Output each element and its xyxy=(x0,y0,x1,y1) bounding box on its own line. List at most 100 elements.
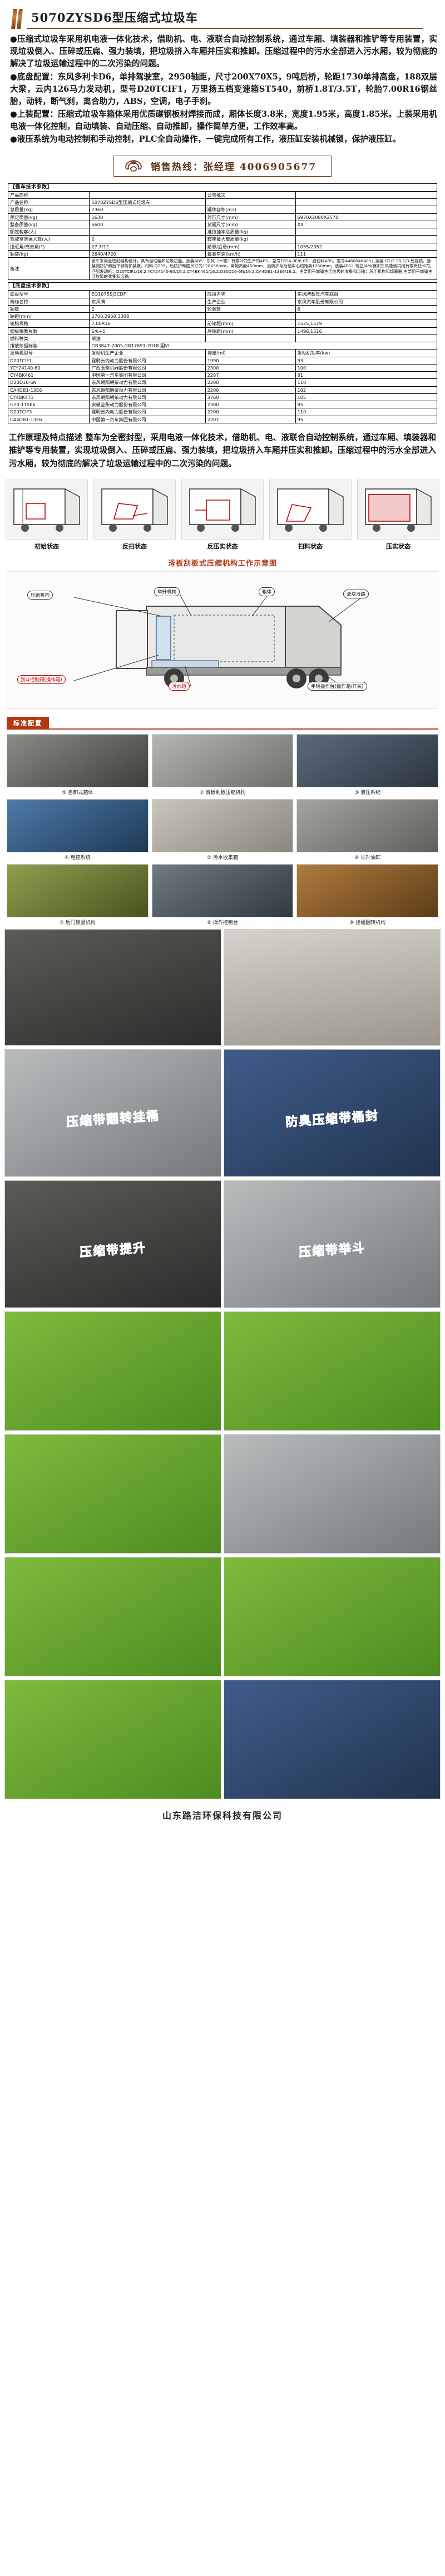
cell-label: 货厢尺寸(mm) xyxy=(205,220,296,229)
engine-power: 110 xyxy=(295,378,438,387)
engine-displacement: 2300 xyxy=(205,401,296,409)
engine-displacement: 2200 xyxy=(205,378,296,387)
cell-value: 1055/2052 xyxy=(295,242,438,251)
cell-label: 轴距(mm) xyxy=(7,312,90,321)
photo-overlay-text: 防臭压缩带桶封 xyxy=(285,1108,379,1130)
engine-maker: 安徽全柴动力股份有限公司 xyxy=(89,401,206,409)
product-photo[interactable] xyxy=(224,928,441,1046)
config-item[interactable]: ⑦ 后门锁紧机构 xyxy=(7,863,149,926)
cell-value: 1525,1519 xyxy=(295,319,438,328)
config-photo xyxy=(296,798,438,852)
cell-value: 2 xyxy=(89,235,206,243)
cell-label: 罐体容积(m3) xyxy=(205,206,296,214)
product-photo[interactable] xyxy=(224,1679,441,1799)
state-item: 扫料状态 xyxy=(269,479,352,551)
engine-power: 102 xyxy=(295,386,438,394)
page-title-banner: 5070ZYSD6型压缩式垃圾车 xyxy=(0,0,445,31)
photo-row xyxy=(0,926,445,1046)
cell-label: 轮胎数 xyxy=(205,304,296,313)
cell-label: 生产企业 xyxy=(205,297,296,306)
sales-hotline-box[interactable]: 销售热线：张经理 4006905677 xyxy=(113,155,332,177)
engine-col-header: 发动机型号 xyxy=(7,349,90,357)
photo-row xyxy=(0,1676,445,1799)
config-item[interactable]: ⑨ 挂桶翻转机构 xyxy=(296,863,438,926)
engine-model: D30D16-6N xyxy=(7,378,90,387)
state-item: 初始状态 xyxy=(6,479,88,551)
product-page: 5070ZYSD6型压缩式垃圾车 ●压缩式垃圾车采用机电液一体化技术，借助机、电… xyxy=(0,0,445,1821)
engine-displacement: 1990 xyxy=(205,356,296,365)
vehicle-section-title: 【整车技术参数】 xyxy=(8,183,437,192)
cell-label xyxy=(205,334,296,343)
engine-model: CY4BK471 xyxy=(7,393,90,402)
cell-label: 产品商标 xyxy=(7,191,90,199)
table-row: 轮胎规格 7.00R16 前轮距(mm) 1525,1519 xyxy=(7,319,438,328)
cell-value: 2700,2950,3308 xyxy=(89,312,206,321)
photo-row xyxy=(0,1308,445,1431)
working-principle-description: 工作原理及特点描述 整车为全密封型，采用电液一体化技术，借助机、电、液联合自动控… xyxy=(9,432,436,469)
product-photo[interactable] xyxy=(4,1311,221,1431)
cell-value xyxy=(295,191,438,199)
product-photo[interactable] xyxy=(4,1434,221,1554)
engine-col-header: 发动机生产企业 xyxy=(89,349,206,357)
config-header: 标准配置 xyxy=(7,716,438,730)
photo-row xyxy=(0,1554,445,1676)
cell-value xyxy=(295,228,438,236)
table-row: 接近角/离去角(°) 27.7/12 前悬/后悬(mm) 1055/2052 xyxy=(7,242,438,251)
cell-label: 鞍座最大载质量(kg) xyxy=(205,235,296,243)
product-photo[interactable]: 压缩带举斗 xyxy=(224,1180,441,1308)
config-item[interactable]: ④ 电控系统 xyxy=(7,798,149,861)
config-item[interactable]: ⑧ 操作控制台 xyxy=(151,863,294,926)
engine-model: CA4DB1-13E6 xyxy=(7,386,90,394)
engine-power: 93 xyxy=(295,356,438,365)
intro-paragraphs: ●压缩式垃圾车采用机电液一体化技术，借助机、电、液联合自动控制系统，通过车厢、填… xyxy=(0,31,445,150)
config-item[interactable]: ③ 液压系统 xyxy=(296,733,438,796)
product-photo[interactable] xyxy=(4,928,221,1046)
engine-power: 85 xyxy=(295,401,438,409)
product-photo[interactable] xyxy=(4,1679,221,1799)
intro-paragraph: ●压缩式垃圾车采用机电液一体化技术，借助机、电、液联合自动控制系统，通过车厢、填… xyxy=(10,34,437,69)
cell-label: 后轮距(mm) xyxy=(205,327,296,335)
table-row: 额定质量(kg) 1630 外形尺寸(mm) 6970X2080X2570 xyxy=(7,213,438,221)
product-photo[interactable] xyxy=(224,1311,441,1431)
state-illustration xyxy=(357,479,439,540)
engine-displacement: 2200 xyxy=(205,408,296,416)
product-photo[interactable]: 压缩带翻转挂桶 xyxy=(4,1049,221,1177)
cell-label: 底盘型号 xyxy=(7,290,90,298)
product-photo[interactable]: 压缩带提升 xyxy=(4,1180,221,1308)
callout-body: 箱体 xyxy=(259,587,275,596)
state-caption: 扫料状态 xyxy=(298,542,323,550)
engine-maker: 东风朝阳朝柴动力有限公司 xyxy=(89,393,206,402)
photo-row: 压缩带提升 压缩带举斗 xyxy=(0,1177,445,1308)
cell-value xyxy=(295,198,438,207)
state-item: 压实状态 xyxy=(357,479,439,551)
state-diagram-strip: 初始状态 反扫状态 xyxy=(0,474,445,552)
product-photo[interactable] xyxy=(224,1434,441,1554)
table-row: 整备质量(kg) 5600 货厢尺寸(mm) XX xyxy=(7,220,438,229)
product-photo[interactable]: 防臭压缩带桶封 xyxy=(224,1049,441,1177)
config-item[interactable]: ② 滑板刮板压缩机构 xyxy=(151,733,294,796)
cell-label: 商标名称 xyxy=(7,297,90,306)
config-item[interactable]: ① 自卸式箱体 xyxy=(7,733,149,796)
product-photo[interactable] xyxy=(4,1556,221,1676)
cell-value xyxy=(295,312,438,321)
engine-maker: 东风朝阳朝柴动力有限公司 xyxy=(89,378,206,387)
callout-sewage-tank: 污水箱 xyxy=(169,681,190,691)
cell-value: 27.7/12 xyxy=(89,242,206,251)
engine-displacement: 2287 xyxy=(205,371,296,380)
cell-value: 2640/4720 xyxy=(89,249,206,258)
config-photo xyxy=(7,733,149,787)
config-caption: ③ 液压系统 xyxy=(354,790,381,796)
engine-row: D30D16-6N 东风朝阳朝柴动力有限公司 2200 110 xyxy=(7,378,438,387)
photo-row: 压缩带翻转挂桶 防臭压缩带桶封 xyxy=(0,1046,445,1177)
table-row: 轴距(mm) 2700,2950,3308 xyxy=(7,312,438,321)
engine-row: CA4DB1-13E6 中国第一汽车集团有限公司 2207 95 xyxy=(7,415,438,423)
cell-value xyxy=(295,206,438,214)
cell-value: 7360 xyxy=(89,206,206,214)
product-photo[interactable] xyxy=(224,1556,441,1676)
config-item[interactable]: ⑤ 污水收集箱 xyxy=(151,798,294,861)
table-section-row: 【整车技术参数】 xyxy=(8,183,437,192)
config-item[interactable]: ⑥ 举升油缸 xyxy=(296,798,438,861)
engine-row: D20TCIF3 昆明云内动力股份有限公司 2200 110 xyxy=(7,408,438,416)
engine-row: CY4BK471 东风朝阳朝柴动力有限公司 3760 105 xyxy=(7,393,438,402)
cell-value: 柴油 xyxy=(89,334,206,343)
